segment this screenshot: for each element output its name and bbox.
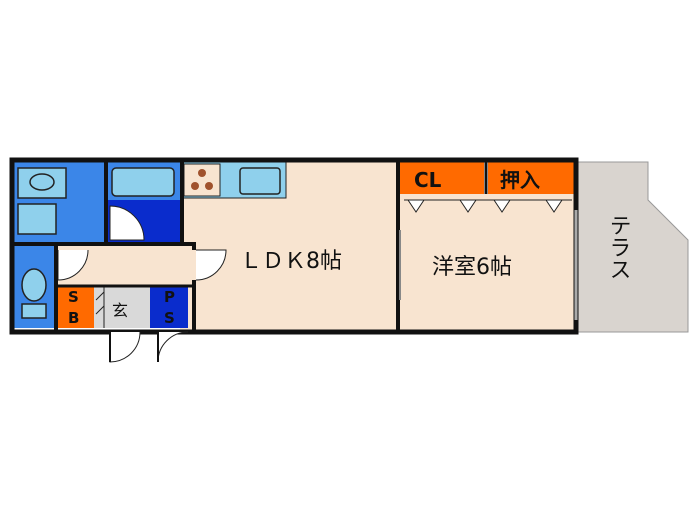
burner xyxy=(205,182,213,190)
closet-label: CL xyxy=(414,168,442,192)
toilet-door-swing xyxy=(57,249,89,281)
burner xyxy=(191,182,199,190)
closet-door-mark xyxy=(493,199,511,213)
kitchen-sink xyxy=(239,167,281,195)
ldk-door-swing xyxy=(195,249,227,281)
front-door-swing xyxy=(157,331,189,363)
washing-machine xyxy=(17,203,57,235)
front-door-swing xyxy=(109,331,141,363)
toilet-tank xyxy=(21,303,47,319)
bathtub xyxy=(111,167,175,197)
western-room-label: 洋室6帖 xyxy=(432,255,512,280)
closet-door-mark xyxy=(459,199,477,213)
entrance-divider xyxy=(95,291,105,301)
closet-door-mark xyxy=(545,199,563,213)
pipe-space-label-p: P xyxy=(164,288,175,306)
entrance-label: 玄 xyxy=(112,301,128,320)
oshiire-label: 押入 xyxy=(500,168,540,192)
sink-basin xyxy=(29,173,55,191)
shoe-box xyxy=(58,286,94,328)
shoe-box-label-b: B xyxy=(68,309,79,327)
ldk-label: ＬＤＫ8帖 xyxy=(240,249,342,274)
pipe-space-label-s: S xyxy=(164,309,175,327)
terrace xyxy=(575,161,689,333)
closet-door-mark xyxy=(407,199,425,213)
stove xyxy=(183,163,221,197)
entrance-divider xyxy=(95,305,105,315)
pipe-space xyxy=(150,286,188,328)
toilet-bowl xyxy=(21,268,47,302)
shoe-box-label-s: S xyxy=(68,288,79,306)
terrace-label: テラス xyxy=(606,214,631,280)
western-room-floor xyxy=(398,194,576,330)
oshiire-closet xyxy=(488,162,574,194)
burner xyxy=(198,169,206,177)
bath-door-swing xyxy=(109,205,145,241)
closet xyxy=(400,162,484,194)
